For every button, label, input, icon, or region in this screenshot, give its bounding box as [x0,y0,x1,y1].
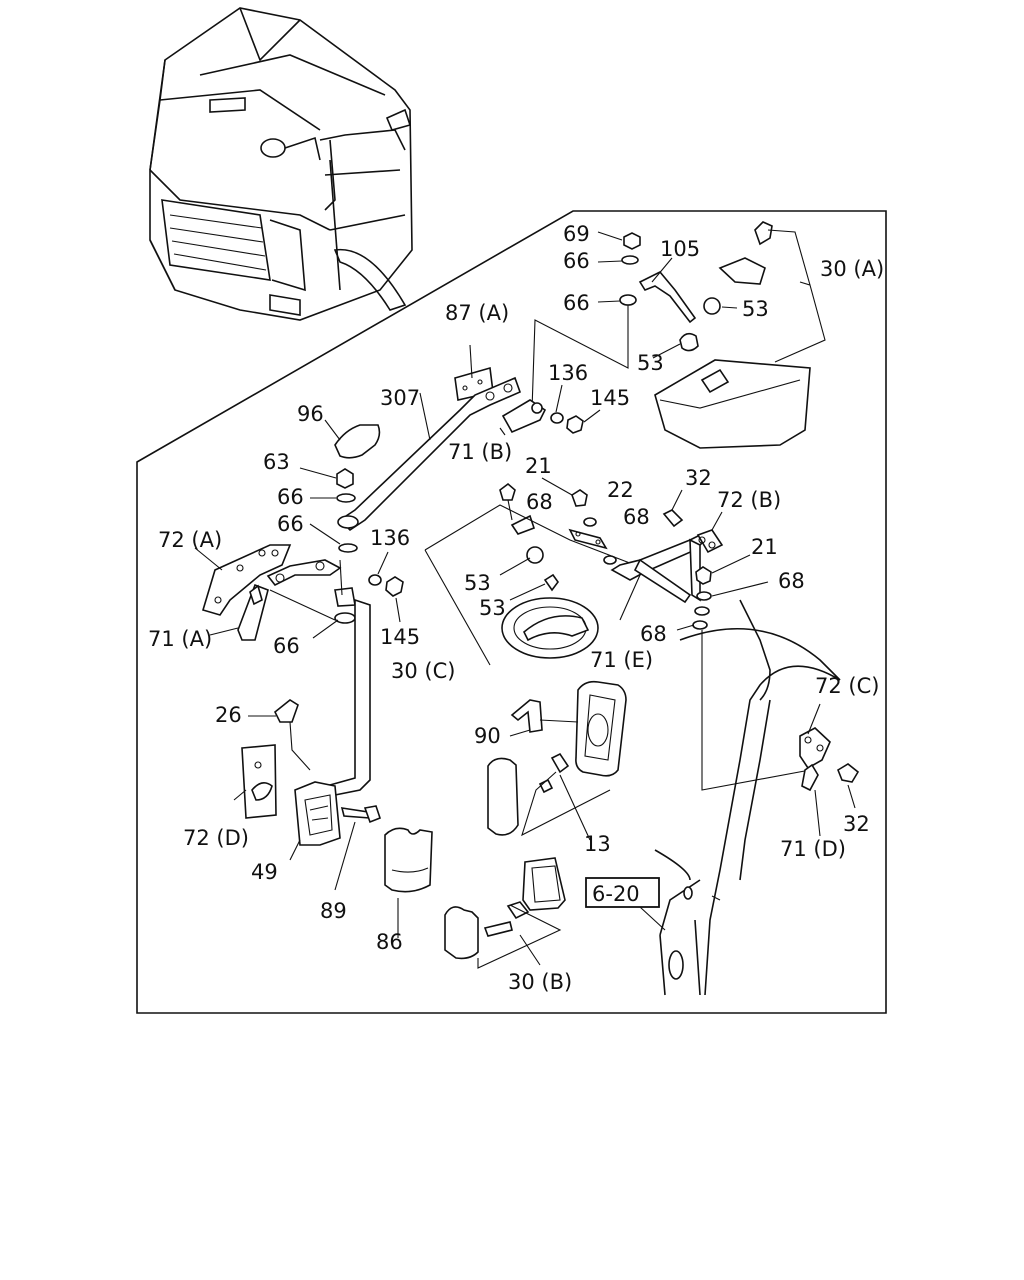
callout-72c: 72 (C) [815,674,879,698]
callout-21: 21 [525,454,552,478]
callout-32: 32 [843,812,870,836]
callout-49: 49 [251,860,278,884]
callout-68: 68 [526,490,553,514]
stay-71e-assembly [610,489,811,791]
callout-30b: 30 (B) [508,970,572,994]
callout-labels: 69 66 105 30 (A) 66 53 53 87 (A) 136 145… [148,222,884,994]
truck-cab-illustration [149,7,413,321]
callout-89: 89 [320,899,347,923]
bracket-72c-assembly [799,703,860,837]
reference-leader [639,906,666,931]
callout-68: 68 [623,505,650,529]
callout-30c: 30 (C) [391,659,455,683]
callout-68: 68 [640,622,667,646]
callout-86: 86 [376,930,403,954]
callout-72a: 72 (A) [158,528,222,552]
callout-72b: 72 (B) [717,488,781,512]
callout-53: 53 [637,351,664,375]
callout-87a: 87 (A) [445,301,509,325]
left-arm-assembly [194,544,404,796]
callout-307: 307 [380,386,420,410]
callout-26: 26 [215,703,242,727]
callout-72d: 72 (D) [183,826,249,850]
callout-66: 66 [277,485,304,509]
callout-32: 32 [685,466,712,490]
callout-13: 13 [584,832,611,856]
callout-22: 22 [607,478,634,502]
callout-53: 53 [479,596,506,620]
callout-68: 68 [778,569,805,593]
callout-66: 66 [563,249,590,273]
callout-136: 136 [548,361,588,385]
callout-145: 145 [590,386,630,410]
mirror-30c-assembly [424,477,636,666]
reference-box[interactable] [585,877,660,908]
mirror-30b-assembly [444,857,566,969]
cab-pillar-outline [654,599,841,996]
lower-bracket-assembly [233,699,433,938]
reference-box-label: 6-20 [592,882,640,906]
detail-frame [136,210,887,1014]
callout-71d: 71 (D) [780,837,846,861]
callout-71e: 71 (E) [590,648,653,672]
mirror-30a-assembly [531,221,826,449]
stay-rod-assembly [299,344,601,553]
mirror-90-assembly [487,680,627,841]
callout-71a: 71 (A) [148,627,212,651]
callout-66: 66 [563,291,590,315]
callout-69: 69 [563,222,590,246]
callout-63: 63 [263,450,290,474]
callout-96: 96 [297,402,324,426]
callout-136: 136 [370,526,410,550]
callout-105: 105 [660,237,700,261]
callout-53: 53 [742,297,769,321]
callout-145: 145 [380,625,420,649]
callout-30a: 30 (A) [820,257,884,281]
callout-71b: 71 (B) [448,440,512,464]
callout-90: 90 [474,724,501,748]
callout-53: 53 [464,571,491,595]
callout-66: 66 [277,512,304,536]
callout-21: 21 [751,535,778,559]
callout-66: 66 [273,634,300,658]
